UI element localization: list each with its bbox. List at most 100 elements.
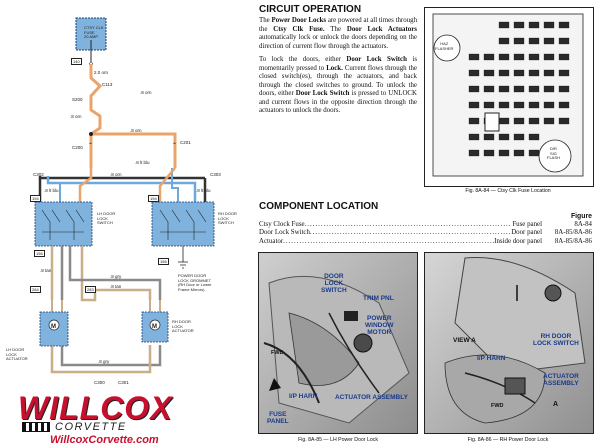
circuit-194-rh: 194	[148, 195, 159, 202]
component-figure: 8A-85/8A-86	[554, 237, 592, 245]
body-text: is pressed to UNLOCK and current flows i…	[259, 90, 417, 114]
fuse-slot	[558, 85, 570, 93]
lh-door-photo-svg	[259, 253, 417, 433]
callout-fwd: FWD	[271, 350, 284, 356]
circuit-156-rh: 156	[158, 258, 169, 265]
wire-label: C113	[102, 82, 113, 87]
fuse-slot	[528, 37, 540, 45]
component-location: Fuse panel	[512, 221, 542, 228]
fuse-slot	[543, 53, 555, 61]
fuse-slot	[498, 37, 510, 45]
fuse-slot	[513, 85, 525, 93]
figure-header: Figure	[570, 213, 592, 220]
fuse-slot	[558, 37, 570, 45]
fuse-slot	[483, 69, 495, 77]
wire-label: C303	[210, 172, 221, 177]
orange-to-rh	[158, 167, 176, 202]
fuse-slot	[513, 37, 525, 45]
fuse-slot	[513, 133, 525, 141]
fuse-slot	[483, 85, 495, 93]
circuit-operation-title: CIRCUIT OPERATION	[259, 4, 362, 15]
wire-label: .8 orn	[70, 114, 82, 119]
svg-text:M: M	[51, 324, 56, 330]
callout-rh-door-lock-switch: RH DOOR LOCK SWITCH	[533, 333, 579, 348]
body-text: is momentarily pressed to	[259, 56, 417, 72]
lh-door-photo: DOOR LOCK SWITCH TRIM PNL POWER WINDOW M…	[258, 252, 418, 434]
lh-door-caption: Fig. 8A-85 — LH Power Door Lock	[298, 437, 378, 443]
body-text: The	[324, 25, 347, 33]
wire-label: .8 lt blu	[135, 160, 150, 165]
fuse-slot	[513, 117, 525, 125]
fuse-slot	[558, 117, 570, 125]
fuse-slot	[498, 53, 510, 61]
callout-actuator-assembly-rh: ACTUATOR ASSEMBLY	[543, 373, 579, 388]
leader-dots: ........................................…	[304, 221, 513, 228]
fuse-slot	[528, 149, 540, 157]
grommet-label: POWER DOOR LOCK GROMMET (RH Door or Lowe…	[178, 273, 212, 292]
fuse-slot	[498, 85, 510, 93]
callout-fuse-panel: FUSE PANEL	[267, 411, 289, 426]
fuse-slot	[558, 21, 570, 29]
fuse-slot	[468, 53, 480, 61]
fuse-slot	[528, 85, 540, 93]
component-row: Door Lock Switch........................…	[259, 229, 592, 237]
fuse-panel-caption: Fig. 8A-84 — Ctsy Clk Fuse Location	[465, 188, 551, 194]
rh-switch-box	[151, 201, 215, 247]
logo-sub: CORVETTE	[55, 421, 127, 433]
leader-dots: ........................................…	[283, 237, 494, 245]
fuse-slot	[543, 117, 555, 125]
rh-door-photo: VIEW A RH DOOR LOCK SWITCH I/P HARN ACTU…	[424, 252, 594, 434]
circuit-140: 140	[71, 58, 82, 65]
orange-to-lh	[78, 168, 93, 202]
fuse-slot	[528, 21, 540, 29]
component-location: Door panel	[511, 229, 542, 237]
dark-wire	[38, 176, 205, 180]
tan-wire-bottom	[50, 345, 152, 374]
circuit-284: 284	[30, 286, 41, 293]
lh-switch-label: LH DOOR LOCK SWITCH	[97, 211, 116, 225]
fuse-slot	[513, 21, 525, 29]
body-text: Current flows through the closed switch(…	[259, 64, 417, 98]
fuse-slot	[543, 69, 555, 77]
wire-label: S200	[72, 97, 83, 102]
component-name: Actuator	[259, 237, 284, 245]
fuse-slot	[468, 149, 480, 157]
willcox-logo[interactable]: WILLCOX CORVETTE WillcoxCorvette.com	[0, 392, 250, 447]
svg-text:M: M	[152, 324, 157, 330]
fuse-slot	[543, 85, 555, 93]
orange-main-wire	[89, 132, 177, 168]
emphasis-text: Ctsy Clk Fuse.	[273, 25, 325, 33]
wire-label: C200	[72, 145, 83, 150]
fuse-slot	[498, 133, 510, 141]
component-location-table: Figure Ctsy Clock Fuse..................…	[259, 213, 592, 246]
gray-wire-bottom	[60, 345, 162, 367]
wire-label: .8 gry	[110, 274, 122, 279]
body-text: are powered at all times through the	[259, 17, 418, 33]
component-figure: 8A-85/8A-86	[554, 229, 592, 237]
wiring-diagram: ⌃ ⌃ M	[0, 0, 250, 395]
callout-actuator-assembly: ACTUATOR ASSEMBLY	[335, 394, 408, 401]
wire-label: .8 orn	[130, 128, 142, 133]
wire-label: C300	[94, 380, 105, 385]
fuse-panel-figure: HAZ FLASHER DIR SIG FLASH	[424, 7, 594, 187]
callout-view-a: VIEW A	[453, 337, 476, 344]
wire-label: .8 lt blu	[44, 188, 59, 193]
leader-dots: ........................................…	[309, 229, 512, 237]
wire-label: .8 lt blu	[196, 188, 211, 193]
fuse-slot	[513, 53, 525, 61]
callout-fwd-rh: FWD	[491, 403, 504, 409]
component-figure: 8A-84	[574, 221, 592, 228]
lh-actuator-label: LH DOOR LOCK ACTUATOR	[6, 347, 28, 361]
body-text: To lock the doors, either	[259, 56, 347, 63]
orange-feed-wire	[89, 64, 103, 136]
body-text: automatically lock or unlock the doors d…	[259, 34, 417, 50]
logo-url[interactable]: WillcoxCorvette.com	[50, 434, 159, 446]
fuse-panel-svg	[432, 13, 584, 177]
logo-flag-icon	[22, 422, 50, 432]
fuse-slot	[513, 149, 525, 157]
fuse-slot	[543, 101, 555, 109]
callout-trim-panel: TRIM PNL	[363, 295, 394, 302]
fuse-slot	[468, 101, 480, 109]
circuit-283: 283	[85, 286, 96, 293]
circuit-para-1: The Power Door Locks are powered at all …	[259, 17, 417, 51]
